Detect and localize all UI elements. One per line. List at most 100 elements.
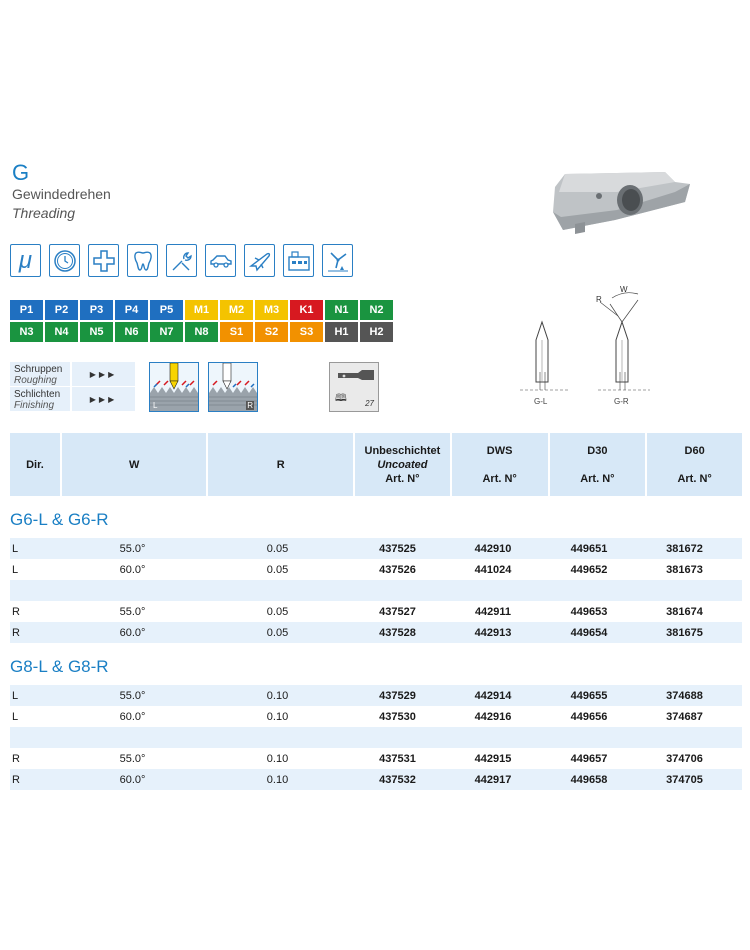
cell-w: 55.0°: [119, 605, 146, 618]
cell-w: 60.0°: [119, 710, 146, 723]
diagram-r-label: R: [596, 295, 602, 304]
watch-icon: [49, 244, 80, 277]
car-icon: [205, 244, 236, 277]
cell-uncoated: 437532: [379, 773, 416, 786]
cell-dir: R: [12, 626, 20, 639]
cell-d30: 449651: [570, 542, 608, 555]
material-n7: N7: [150, 322, 183, 342]
cell-d60: 381673: [666, 563, 703, 576]
material-n1: N1: [325, 300, 358, 320]
cell-uncoated: 437531: [379, 752, 416, 765]
thread-left-illustration: L: [149, 362, 199, 412]
cell-d60: 374687: [666, 710, 703, 723]
page-title: G: [12, 160, 30, 185]
material-p5: P5: [150, 300, 183, 320]
reference-page-number: 27: [365, 399, 374, 408]
thread-right-illustration: R: [208, 362, 258, 412]
cell-w: 60.0°: [119, 563, 146, 576]
material-n8: N8: [185, 322, 218, 342]
application-icons: μ: [10, 244, 353, 277]
cell-dws: 441024: [474, 563, 512, 576]
tooth-icon: [127, 244, 158, 277]
cell-w: 60.0°: [119, 773, 146, 786]
cell-d60: 381672: [666, 542, 703, 555]
roughing-label-en: Roughing: [14, 375, 57, 386]
cell-w: 55.0°: [119, 752, 146, 765]
group-title: G6-L & G6-R: [10, 510, 109, 529]
cell-dws: 442910: [474, 542, 512, 555]
cell-dir: L: [12, 542, 19, 555]
airplane-icon: [244, 244, 275, 277]
cell-r: 0.10: [266, 710, 289, 723]
cell-d30: 449656: [570, 710, 608, 723]
material-n5: N5: [80, 322, 113, 342]
cell-dir: L: [12, 689, 19, 702]
micro-mu-icon: μ: [10, 244, 41, 277]
cell-w: 55.0°: [119, 689, 146, 702]
header-dir: Dir.: [10, 433, 60, 496]
group-title: G8-L & G8-R: [10, 657, 109, 676]
cell-dws: 442911: [474, 605, 512, 618]
table-spacer-row: [10, 580, 742, 601]
header-r: R: [208, 433, 354, 496]
diagram-gl-label: G-L: [534, 397, 548, 406]
material-p4: P4: [115, 300, 148, 320]
material-s2: S2: [255, 322, 288, 342]
material-h1: H1: [325, 322, 358, 342]
cell-r: 0.05: [266, 605, 289, 618]
medical-cross-icon: [88, 244, 119, 277]
finishing-arrows: ▶▶▶: [72, 387, 135, 411]
book-icon: 🕮: [335, 393, 347, 404]
cell-d30: 449657: [570, 752, 608, 765]
thread-right-label: R: [246, 401, 254, 410]
cell-d30: 449655: [570, 689, 608, 702]
roughing-arrows: ▶▶▶: [72, 362, 135, 386]
material-m1: M1: [185, 300, 218, 320]
material-s3: S3: [290, 322, 323, 342]
header-w: W: [61, 433, 207, 496]
cell-d30: 449652: [570, 563, 608, 576]
catalog-reference: 🕮 27: [329, 362, 379, 412]
material-p1: P1: [10, 300, 43, 320]
cell-w: 55.0°: [119, 542, 146, 555]
cell-dir: R: [12, 752, 20, 765]
factory-icon: [283, 244, 314, 277]
cell-dir: L: [12, 710, 19, 723]
finishing-label-en: Finishing: [14, 400, 55, 411]
cell-uncoated: 437528: [379, 626, 416, 639]
subtitle-english: Threading: [12, 205, 76, 221]
wind-energy-icon: [322, 244, 353, 277]
cell-d30: 449654: [570, 626, 608, 639]
cell-r: 0.10: [266, 752, 289, 765]
material-n3: N3: [10, 322, 43, 342]
cell-r: 0.05: [266, 626, 289, 639]
cell-dir: R: [12, 605, 20, 618]
finishing-label-de: Schlichten: [14, 389, 61, 400]
cell-d60: 374688: [666, 689, 703, 702]
roughing-label-de: Schruppen: [14, 364, 63, 375]
cell-dir: R: [12, 773, 20, 786]
material-p2: P2: [45, 300, 78, 320]
cell-r: 0.10: [266, 689, 289, 702]
material-n2: N2: [360, 300, 393, 320]
cell-dws: 442917: [474, 773, 512, 786]
material-m2: M2: [220, 300, 253, 320]
subtitle-german: Gewindedrehen: [12, 186, 111, 202]
cell-r: 0.10: [266, 773, 289, 786]
cell-dws: 442915: [474, 752, 512, 765]
cell-uncoated: 437529: [379, 689, 416, 702]
